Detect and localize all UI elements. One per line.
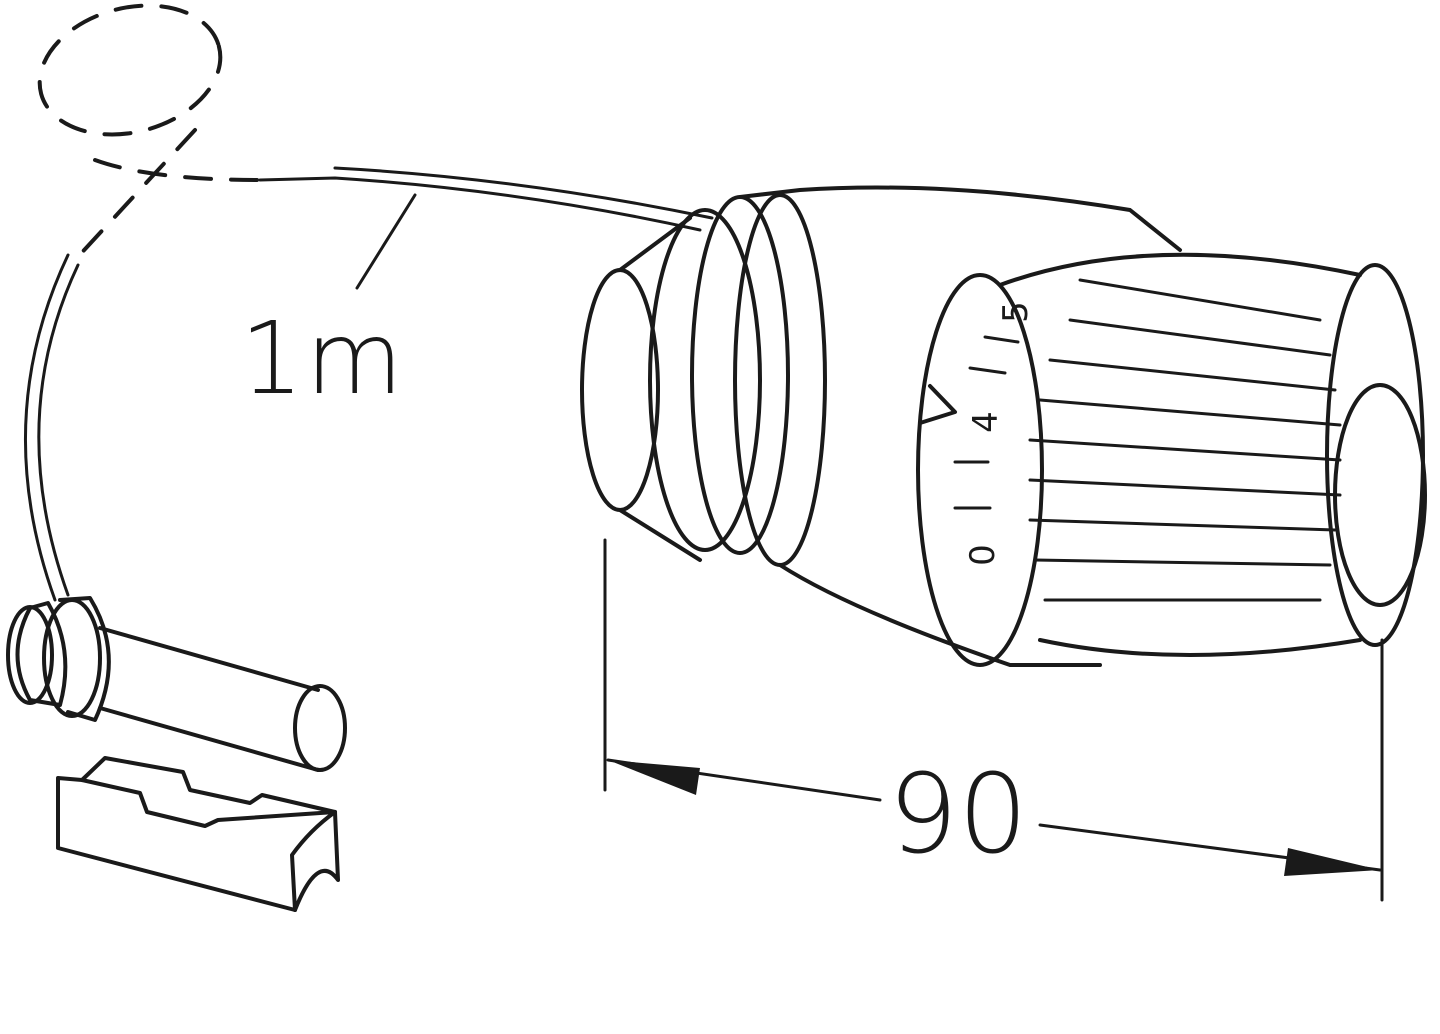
remote-sensor	[6, 596, 347, 772]
adjustment-knob	[916, 252, 1427, 667]
dial-mark-4: 4	[965, 411, 1006, 433]
overall-dimension-label: 90	[888, 750, 1028, 878]
dial-mark-5: 5	[995, 301, 1036, 323]
thermostatic-head	[580, 185, 1182, 667]
dial-ticks	[953, 335, 1020, 510]
arrow-left-icon	[608, 760, 700, 795]
dimension-line	[603, 538, 1384, 902]
knob-ribs	[1028, 278, 1342, 602]
dial-pointer-icon	[918, 384, 957, 425]
capillary-coil-dashed	[37, 3, 262, 262]
arrow-right-icon	[1284, 848, 1380, 876]
dial-mark-0: 0	[962, 544, 1003, 566]
sensor-clip	[56, 756, 340, 912]
capillary-tube	[23, 166, 714, 602]
capillary-length-label: 1m	[240, 300, 406, 417]
